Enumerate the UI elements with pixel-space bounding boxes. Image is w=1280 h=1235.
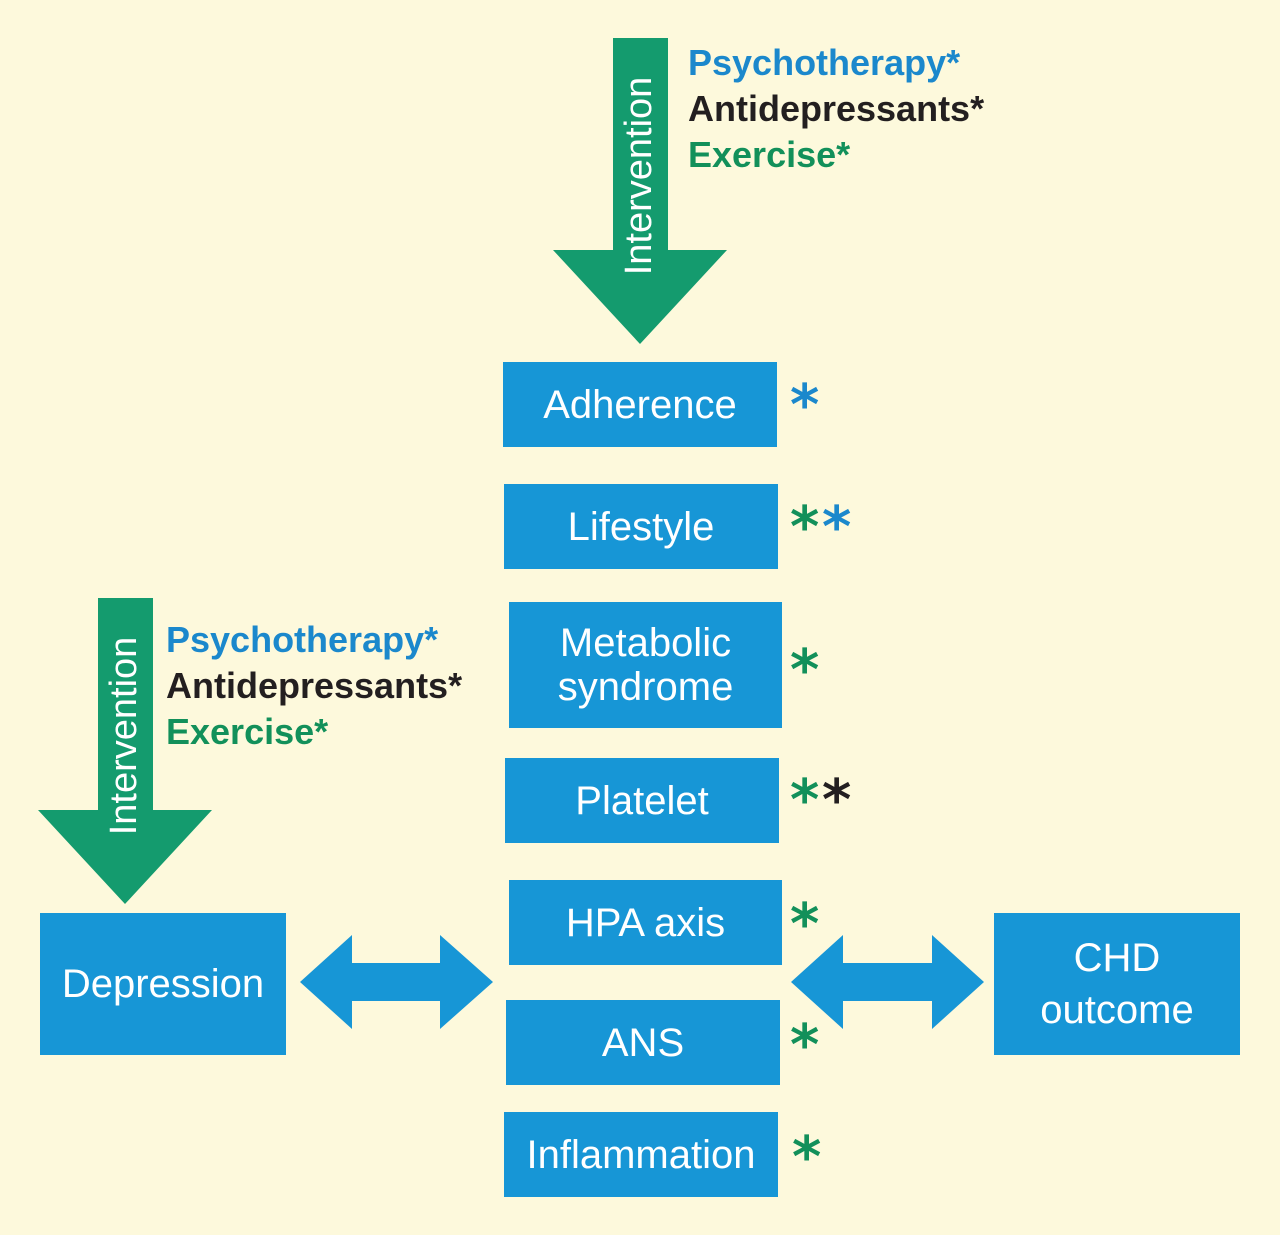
hpa-label: HPA axis (565, 900, 726, 945)
inflammation-box: Inflammation (504, 1112, 778, 1197)
top-intervention-label: Intervention (618, 76, 660, 276)
lifestyle-box: Lifestyle (504, 484, 778, 569)
legend-exercise: Exercise* (166, 711, 329, 752)
chd-label-line1: CHD (1073, 936, 1161, 980)
legend-exercise: Exercise* (688, 134, 851, 175)
adherence-box: Adherence (503, 362, 777, 447)
platelet-label: Platelet (575, 778, 709, 823)
inflammation-exercise-asterisk: * (792, 1125, 822, 1190)
ans-exercise-asterisk: * (790, 1013, 820, 1078)
metabolic-exercise-asterisk: * (790, 638, 820, 703)
top-treatment-legend: Psychotherapy* Antidepressants* Exercise… (688, 40, 984, 178)
adherence-psychotherapy-asterisk: * (790, 373, 820, 438)
legend-antidepressants: Antidepressants* (166, 665, 463, 706)
hpa-exercise-asterisk: * (790, 892, 820, 957)
ans-box: ANS (506, 1000, 780, 1085)
metabolic-syndrome-box: Metabolic syndrome (509, 602, 782, 728)
mediators-chd-double-arrow (791, 935, 984, 1029)
metabolic-label-line1: Metabolic (559, 621, 732, 665)
metabolic-label-line2: syndrome (557, 665, 734, 709)
left-intervention-label: Intervention (103, 636, 145, 836)
depression-box: Depression (40, 913, 286, 1055)
hpa-axis-box: HPA axis (509, 880, 782, 965)
legend-psychotherapy: Psychotherapy* (166, 619, 439, 660)
adherence-label: Adherence (543, 382, 737, 427)
ans-label: ANS (601, 1020, 685, 1065)
depression-label: Depression (61, 962, 265, 1006)
lifestyle-label: Lifestyle (567, 504, 715, 549)
chd-label-line2: outcome (1040, 988, 1194, 1032)
platelet-box: Platelet (505, 758, 779, 843)
chd-outcome-box: CHD outcome (994, 913, 1240, 1055)
left-intervention-arrow (38, 598, 212, 904)
top-intervention-arrow (553, 38, 727, 344)
left-treatment-legend: Psychotherapy* Antidepressants* Exercise… (166, 617, 462, 755)
depression-mediators-double-arrow (300, 935, 493, 1029)
platelet-antidepressants-asterisk: * (822, 768, 852, 833)
lifestyle-exercise-asterisk: * (790, 495, 820, 560)
legend-psychotherapy: Psychotherapy* (688, 42, 961, 83)
legend-antidepressants: Antidepressants* (688, 88, 985, 129)
inflammation-label: Inflammation (526, 1132, 756, 1177)
lifestyle-psychotherapy-asterisk: * (822, 495, 852, 560)
platelet-exercise-asterisk: * (790, 768, 820, 833)
